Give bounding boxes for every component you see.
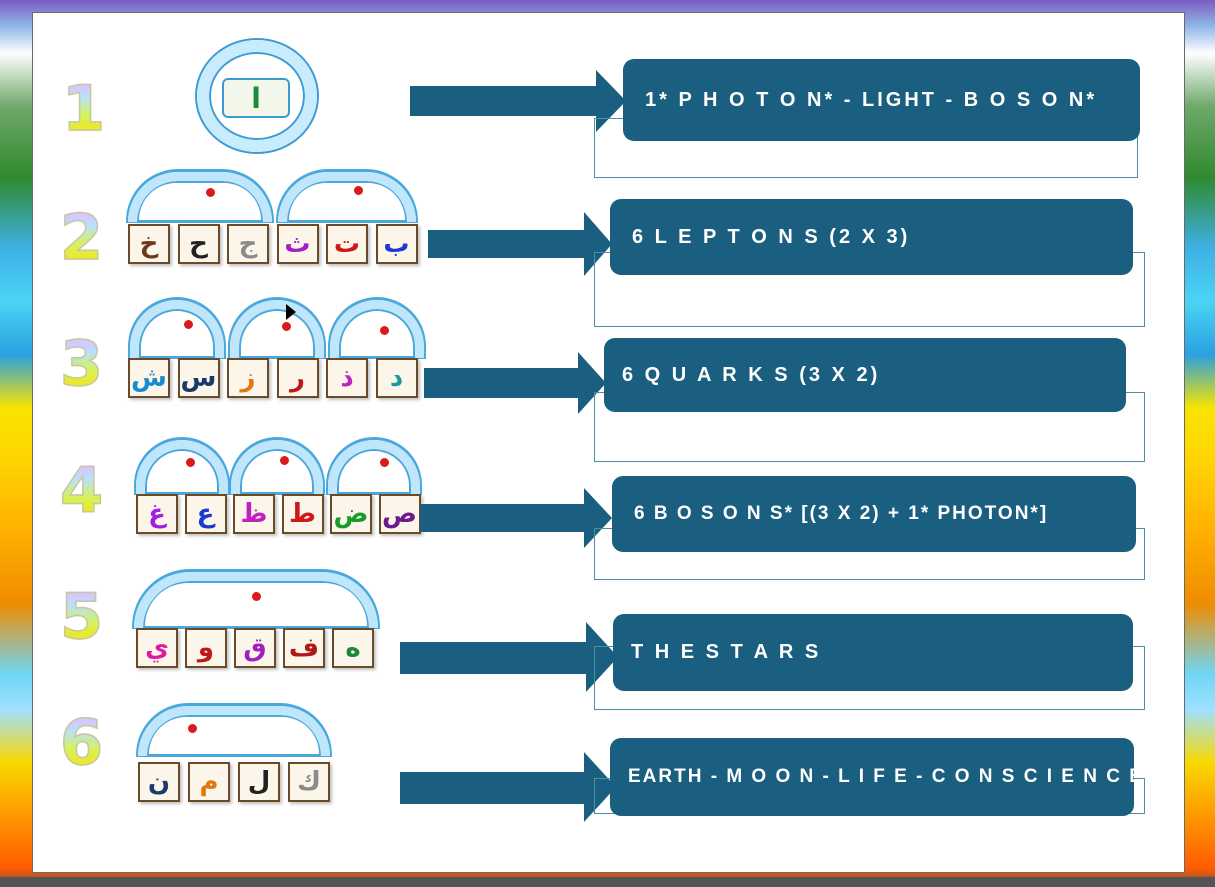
- letter-tile: و: [185, 628, 227, 668]
- letter-tile: غ: [136, 494, 178, 534]
- arrow-icon: [400, 752, 616, 822]
- arch-icon: [136, 440, 228, 494]
- row-number-6: 6: [59, 706, 104, 779]
- label-text: 6 Q U A R K S (3 X 2): [622, 363, 881, 386]
- letter-tile: ظ: [233, 494, 275, 534]
- letter-tile: ف: [283, 628, 325, 668]
- letter-tile: ث: [276, 224, 319, 264]
- dot-icon: [206, 188, 215, 197]
- dot-icon: [280, 456, 289, 465]
- row-number-2: 2: [59, 201, 104, 274]
- label-box-bosons: 6 B O S O N S* [(3 X 2) + 1* PHOTON*]: [612, 476, 1136, 552]
- dot-icon: [184, 320, 193, 329]
- letter-tile: ص: [378, 494, 421, 534]
- bottom-band: [0, 877, 1215, 887]
- mouse-cursor-icon: [286, 304, 296, 320]
- letter-tile: ل: [238, 762, 280, 802]
- dot-icon: [380, 458, 389, 467]
- arrow-icon: [428, 212, 612, 276]
- label-box-stars: T H E S T A R S: [613, 614, 1133, 691]
- letter-tile: ر: [276, 358, 319, 398]
- letter-tile: ن: [138, 762, 180, 802]
- label-text: EARTH - M O O N - L I F E - C O N S C I …: [628, 766, 1144, 787]
- row-number-1: 1: [61, 72, 106, 145]
- letter-tile: ا: [222, 78, 290, 118]
- row-number-3: 3: [59, 327, 104, 400]
- dot-icon: [354, 186, 363, 195]
- dot-icon: [252, 592, 261, 601]
- arrow-icon: [424, 352, 606, 414]
- dot-icon: [188, 724, 197, 733]
- letter-tile: ع: [184, 494, 227, 534]
- letter-tile: ش: [128, 358, 170, 398]
- label-box-leptons: 6 L E P T O N S (2 X 3): [610, 199, 1133, 275]
- letter-tile: ق: [234, 628, 276, 668]
- dot-icon: [380, 326, 389, 335]
- letter-tile: ض: [330, 494, 372, 534]
- label-box-earth: EARTH - M O O N - L I F E - C O N S C I …: [610, 738, 1142, 816]
- row-number-4: 4: [59, 454, 104, 527]
- arch-icon: [230, 300, 324, 358]
- letter-tile: ط: [281, 494, 324, 534]
- letter-tile: ذ: [326, 358, 368, 398]
- arch-icon: [130, 300, 224, 358]
- letter-tile: ه: [332, 628, 374, 668]
- label-box-quarks: 6 Q U A R K S (3 X 2): [604, 338, 1126, 412]
- arrow-icon: [420, 488, 612, 548]
- arrow-icon: [410, 70, 626, 132]
- letter-tile: خ: [128, 224, 170, 264]
- letter-tile: ز: [227, 358, 269, 398]
- letter-tile: ت: [326, 224, 368, 264]
- letter-tile: ي: [136, 628, 178, 668]
- letter-tile: س: [177, 358, 220, 398]
- arch-icon: [138, 706, 330, 756]
- dot-icon: [282, 322, 291, 331]
- dot-icon: [186, 458, 195, 467]
- label-text: 6 L E P T O N S (2 X 3): [632, 225, 911, 248]
- letter-tile: ب: [375, 224, 418, 264]
- label-text: T H E S T A R S: [631, 641, 822, 663]
- arch-icon: [231, 440, 323, 494]
- arrow-icon: [400, 622, 618, 692]
- letter-tile: م: [188, 762, 230, 802]
- row-number-5: 5: [59, 580, 104, 653]
- arch-icon: [330, 300, 424, 358]
- arch-icon: [328, 440, 420, 494]
- letter-tile: ج: [227, 224, 269, 264]
- label-text: 1* P H O T O N* - LIGHT - B O S O N*: [645, 88, 1098, 111]
- label-text: 6 B O S O N S* [(3 X 2) + 1* PHOTON*]: [634, 503, 1049, 524]
- label-box-photon: 1* P H O T O N* - LIGHT - B O S O N*: [623, 59, 1140, 141]
- letter-tile: ك: [288, 762, 330, 802]
- letter-tile: د: [375, 358, 418, 398]
- letter-tile: ح: [177, 224, 220, 264]
